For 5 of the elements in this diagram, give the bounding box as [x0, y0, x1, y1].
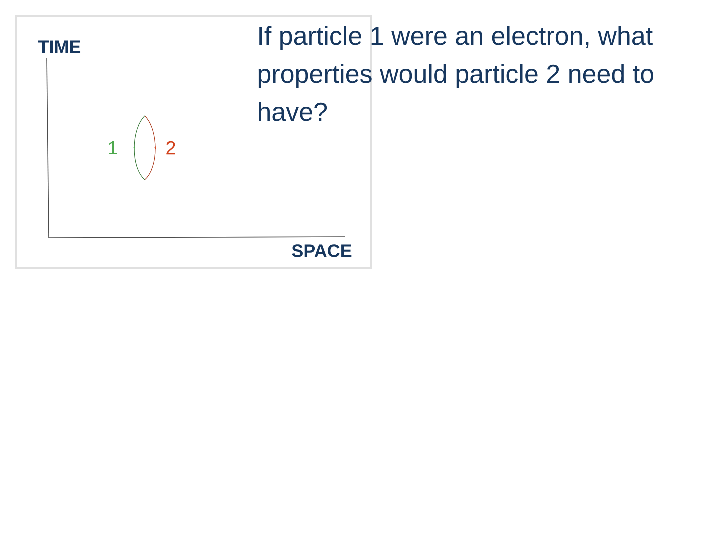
axis-label: TIME [38, 40, 80, 54]
question-text: If particle 1 were an electron, what properties would particle 2 need to have? [258, 26, 654, 122]
path-label: 2 [166, 141, 176, 155]
axis-label: SPACE [292, 244, 352, 258]
path-label: 1 [109, 141, 118, 155]
